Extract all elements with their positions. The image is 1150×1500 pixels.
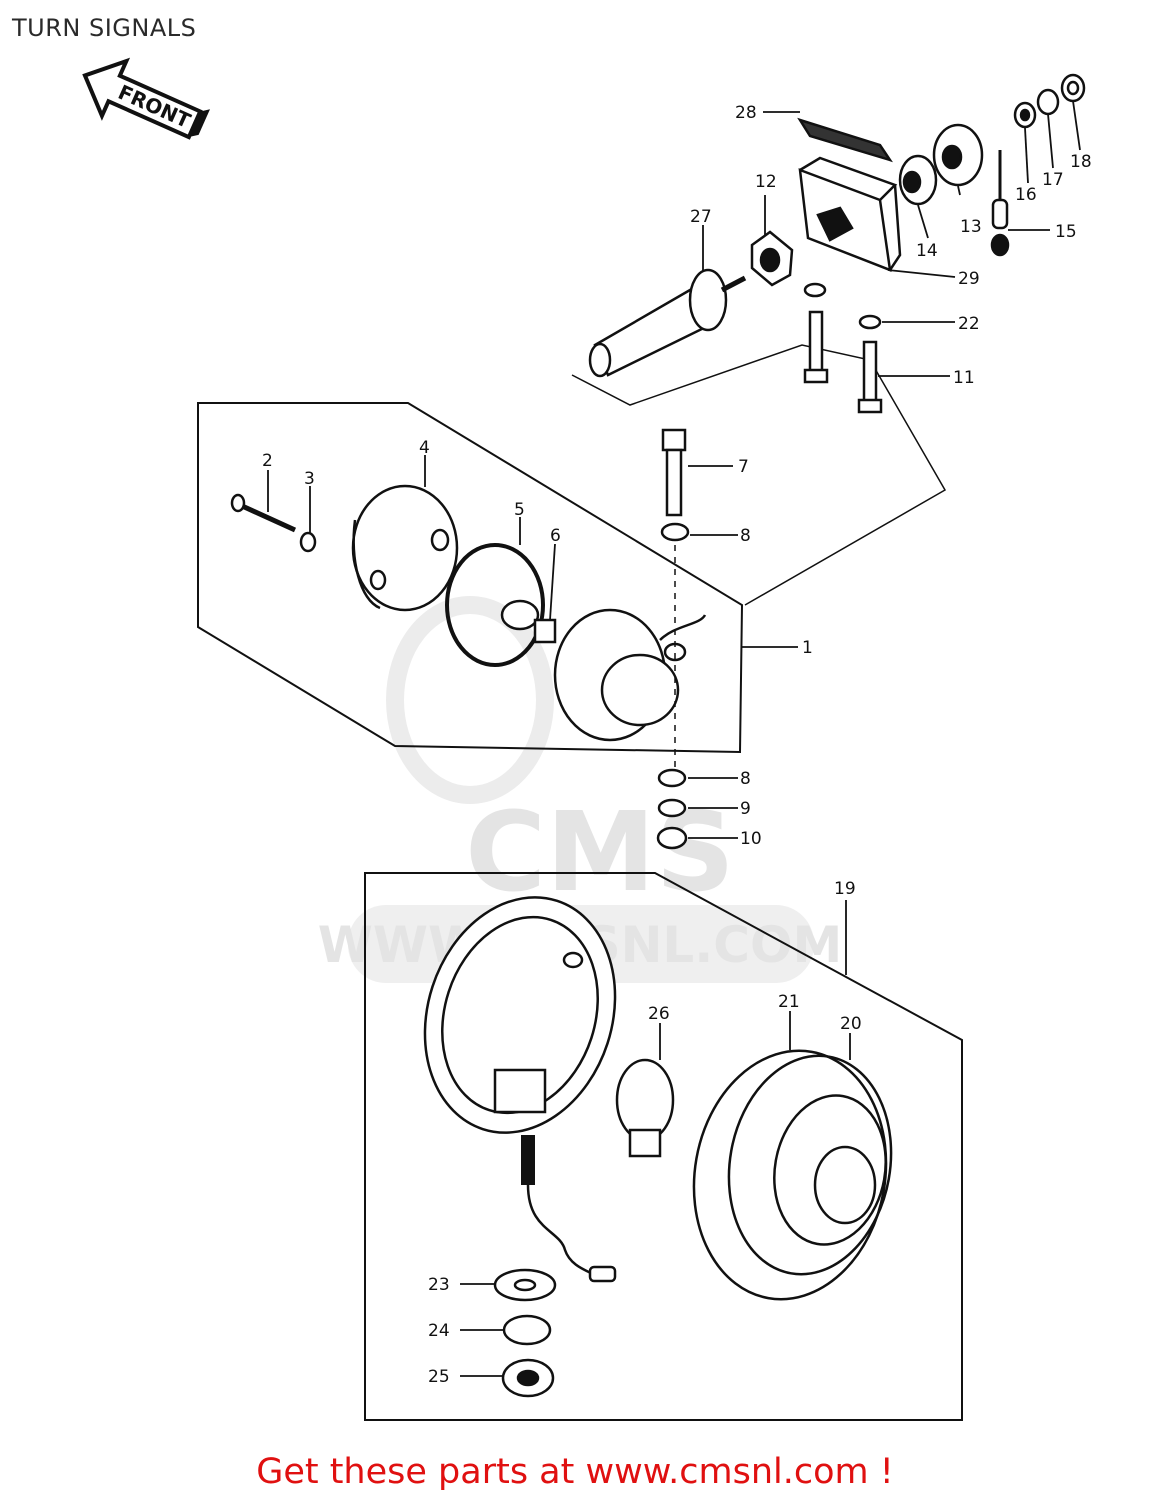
callout-19: 19 xyxy=(834,879,856,899)
part-19-assembly-outline xyxy=(364,872,963,1421)
callout-13: 13 xyxy=(960,217,982,237)
callout-14: 14 xyxy=(916,241,938,261)
part-5-gasket xyxy=(445,543,545,667)
callout-24: 24 xyxy=(428,1321,450,1341)
promo-link[interactable]: Get these parts at www.cmsnl.com ! xyxy=(256,1452,894,1492)
part-6-bulb xyxy=(500,599,557,644)
part-15-connector xyxy=(990,150,1010,257)
part-22-washer xyxy=(803,282,882,330)
part-9-lockwasher xyxy=(657,798,687,818)
part-25-nut xyxy=(501,1358,555,1398)
promo-banner: Get these parts at www.cmsnl.com ! xyxy=(0,1452,1150,1492)
part-4-rim xyxy=(351,484,459,612)
part-11-bolt xyxy=(803,310,883,414)
front-signal-housing xyxy=(553,608,707,742)
callout-28: 28 xyxy=(735,103,757,123)
callout-26: 26 xyxy=(648,1004,670,1024)
watermark-mascot xyxy=(386,596,554,804)
rear-signal-housing xyxy=(423,896,617,1283)
part-14-grommet xyxy=(898,154,938,206)
callout-4: 4 xyxy=(419,438,430,458)
part-10-nut xyxy=(656,826,688,850)
part-28-plate xyxy=(797,117,893,163)
callout-6: 6 xyxy=(550,526,561,546)
part-24-lockwasher xyxy=(502,1314,552,1346)
part-12-nut xyxy=(750,230,794,287)
callout-7: 7 xyxy=(738,457,749,477)
part-27-stem xyxy=(588,268,747,378)
part-8-washer xyxy=(657,522,690,788)
part-16-nut xyxy=(1013,101,1037,129)
mount-boundary xyxy=(571,344,947,606)
callout-2: 2 xyxy=(262,451,273,471)
part-23-washer xyxy=(493,1268,557,1302)
part-26-bulb xyxy=(615,1058,675,1158)
part-3-washer xyxy=(299,531,317,553)
callout-3: 3 xyxy=(304,469,315,489)
callout-10: 10 xyxy=(740,829,762,849)
part-17-washer xyxy=(1036,88,1060,116)
part-2-screw xyxy=(230,493,297,533)
front-signal-group xyxy=(197,402,744,850)
part-18-nut xyxy=(1060,73,1086,103)
part-7-bolt xyxy=(661,428,687,517)
callout-27: 27 xyxy=(690,207,712,227)
callout-18: 18 xyxy=(1070,152,1092,172)
callout-16: 16 xyxy=(1015,185,1037,205)
callout-11: 11 xyxy=(953,368,975,388)
page-title: TURN SIGNALS xyxy=(12,14,197,42)
callouts: 28 12 27 13 14 15 16 17 18 29 22 11 2 3 … xyxy=(262,103,1092,1387)
leader-lines xyxy=(267,100,1081,1377)
callout-1: 1 xyxy=(802,638,813,658)
part-20-lens xyxy=(692,1049,893,1301)
front-label: FRONT xyxy=(115,80,195,133)
front-arrow: FRONT xyxy=(82,57,210,140)
callout-20: 20 xyxy=(840,1014,862,1034)
callout-29: 29 xyxy=(958,269,980,289)
callout-17: 17 xyxy=(1042,170,1064,190)
callout-9: 9 xyxy=(740,799,751,819)
callout-25: 25 xyxy=(428,1367,450,1387)
part-13-washer xyxy=(932,123,984,187)
part-1-assembly-outline xyxy=(197,402,744,754)
callout-21: 21 xyxy=(778,992,800,1012)
callout-12: 12 xyxy=(755,172,777,192)
callout-23: 23 xyxy=(428,1275,450,1295)
watermark-brand: CMS xyxy=(465,788,734,916)
callout-5: 5 xyxy=(514,500,525,520)
mount-group xyxy=(571,73,1086,606)
callout-8-upper: 8 xyxy=(740,526,751,546)
callout-22: 22 xyxy=(958,314,980,334)
callout-15: 15 xyxy=(1055,222,1077,242)
callout-8-lower: 8 xyxy=(740,769,751,789)
part-29-bracket xyxy=(798,156,902,272)
rear-signal-group xyxy=(364,872,963,1421)
